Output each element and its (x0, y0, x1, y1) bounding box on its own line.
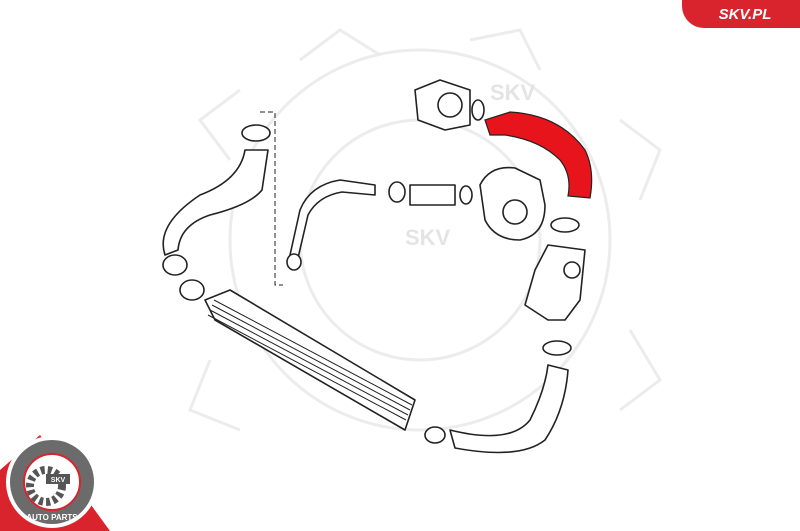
middle-pipe (286, 179, 473, 271)
brand-logo[interactable]: SKV.PL (682, 0, 800, 28)
svg-text:AUTO PARTS: AUTO PARTS (26, 513, 78, 522)
svg-text:SKV: SKV (51, 477, 66, 484)
throttle-body (414, 79, 546, 241)
skv-seal-logo: SKV AUTO PARTS (0, 435, 110, 531)
intercooler (204, 289, 416, 431)
right-bracket (524, 217, 586, 321)
watermark-text-2: SKV (405, 225, 451, 250)
watermark-text: SKV (490, 80, 536, 105)
bottom-hose (424, 340, 572, 454)
highlighted-hose (484, 111, 593, 199)
left-hose (162, 124, 271, 301)
